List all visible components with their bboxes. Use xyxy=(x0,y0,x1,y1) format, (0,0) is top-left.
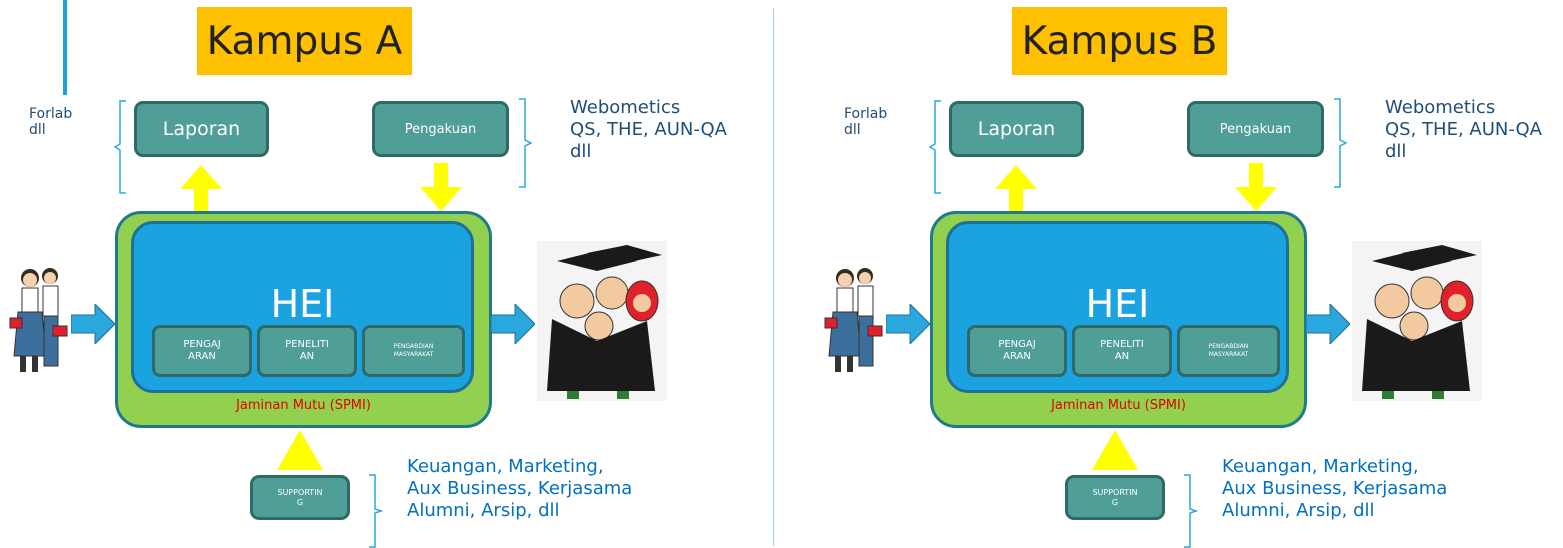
supporting-bracket xyxy=(1184,474,1198,548)
graduates-illustration-icon xyxy=(1352,241,1482,401)
input-arrow xyxy=(71,304,115,344)
panel-divider xyxy=(773,8,774,546)
campus-title: Kampus B xyxy=(1012,7,1227,75)
students-illustration-icon xyxy=(824,268,883,372)
output-arrow xyxy=(491,304,535,344)
sub-unit-research: PENELITI AN xyxy=(257,325,357,377)
report-up-arrow xyxy=(995,165,1037,213)
supporting-bracket xyxy=(369,474,383,548)
sub-unit-teaching: PENGAJ ARAN xyxy=(967,325,1067,377)
right-note: Webometics QS, THE, AUN-QA dll xyxy=(1385,97,1542,162)
supporting-note: Keuangan, Marketing, Aux Business, Kerja… xyxy=(1222,456,1448,521)
recognition-down-arrow xyxy=(420,163,462,211)
right-note: Webometics QS, THE, AUN-QA dll xyxy=(570,97,727,162)
campus-panel-a: Kampus A Forlab dll Laporan Pengakuan We… xyxy=(0,0,775,548)
input-arrow xyxy=(886,304,930,344)
supporting-up-arrow xyxy=(1092,430,1138,470)
left-note: Forlab dll xyxy=(844,106,888,139)
accent-line xyxy=(63,0,67,95)
report-up-arrow xyxy=(180,165,222,213)
supporting-box: SUPPORTIN G xyxy=(1065,475,1165,520)
report-box: Laporan xyxy=(949,101,1084,157)
qa-label: Jaminan Mutu (SPMI) xyxy=(236,398,371,413)
graduates-illustration-icon xyxy=(537,241,667,401)
students-illustration-icon xyxy=(9,268,68,372)
supporting-up-arrow xyxy=(277,430,323,470)
sub-unit-research: PENELITI AN xyxy=(1072,325,1172,377)
sub-unit-community-service: PENGABDIAN MASYARAKAT xyxy=(1177,325,1280,377)
right-bracket xyxy=(1334,98,1348,188)
left-bracket xyxy=(114,100,126,194)
left-note: Forlab dll xyxy=(29,106,73,139)
sub-unit-community-service: PENGABDIAN MASYARAKAT xyxy=(362,325,465,377)
recognition-box: Pengakuan xyxy=(372,101,509,157)
right-bracket xyxy=(519,98,533,188)
campus-title: Kampus A xyxy=(197,7,412,75)
supporting-box: SUPPORTIN G xyxy=(250,475,350,520)
hei-label: HEI xyxy=(270,282,335,326)
campus-panel-b: Kampus B Forlab dll Laporan Pengakuan We… xyxy=(815,0,1563,548)
output-arrow xyxy=(1306,304,1350,344)
recognition-down-arrow xyxy=(1235,163,1277,211)
hei-label: HEI xyxy=(1085,282,1150,326)
qa-label: Jaminan Mutu (SPMI) xyxy=(1051,398,1186,413)
sub-unit-teaching: PENGAJ ARAN xyxy=(152,325,252,377)
left-bracket xyxy=(929,100,941,194)
report-box: Laporan xyxy=(134,101,269,157)
supporting-note: Keuangan, Marketing, Aux Business, Kerja… xyxy=(407,456,633,521)
recognition-box: Pengakuan xyxy=(1187,101,1324,157)
